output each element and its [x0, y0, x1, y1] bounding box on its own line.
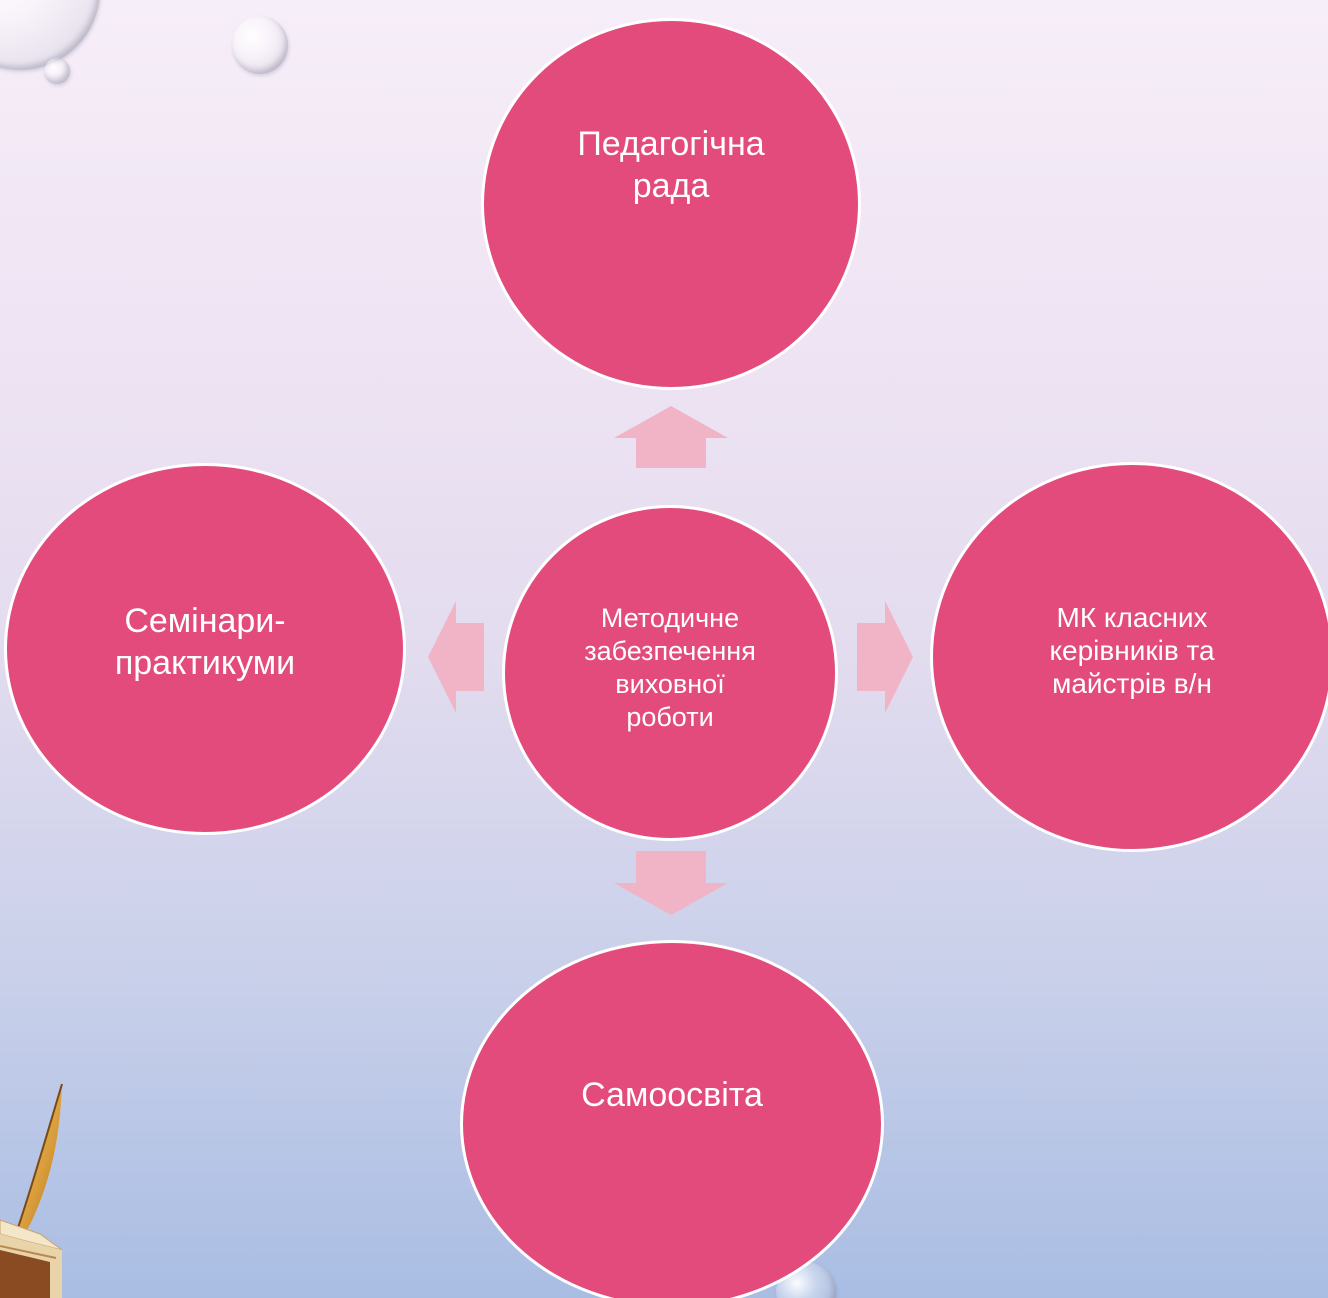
arrow-right-icon: [857, 601, 913, 713]
node-center-label: Методичне забезпечення виховної роботи: [584, 603, 756, 732]
node-left: Семінари- практикуми: [4, 463, 406, 835]
arrow-up-icon: [614, 406, 728, 468]
arrow-left-icon: [428, 601, 484, 713]
node-left-label: Семінари- практикуми: [114, 602, 296, 682]
node-top-label: Педагогічна рада: [577, 125, 765, 205]
open-book-icon: [0, 1219, 63, 1298]
node-bottom-label: Самоосвіта: [581, 1076, 763, 1114]
water-drop-icon: [232, 16, 288, 74]
node-right-label: МК класних керівників та майстрів в/н: [1049, 601, 1215, 699]
node-right: МК класних керівників та майстрів в/н: [930, 462, 1328, 852]
node-center: Методичне забезпечення виховної роботи: [502, 505, 838, 841]
water-drop-icon: [44, 58, 70, 84]
arrow-down-icon: [614, 851, 728, 915]
node-top: Педагогічна рада: [481, 18, 861, 390]
node-bottom: Самоосвіта: [460, 940, 884, 1298]
